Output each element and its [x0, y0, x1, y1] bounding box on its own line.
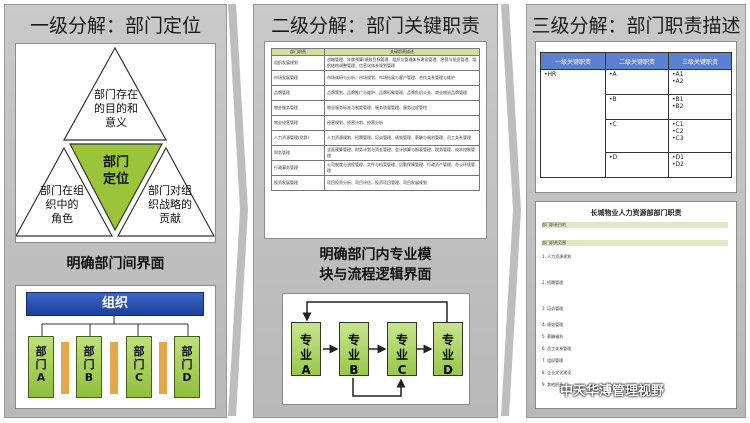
- responsibility-table: 部门职责 关键职责描述 组织发展规划战略管理、年度预算/绩效目标管理、组织与管理…: [271, 48, 480, 191]
- right-triangle: [116, 146, 215, 237]
- process-b: 专 业 B: [339, 322, 369, 377]
- watermark: 中天华溥管理视野: [560, 384, 665, 399]
- dept-b: 部 门 B: [76, 336, 102, 398]
- level2-cell: •C: [605, 119, 669, 153]
- interface-arrow-ab: [61, 342, 69, 394]
- responsibility-table-frame: 部门职责 关键职责描述 组织发展规划战略管理、年度预算/绩效目标管理、组织与管理…: [264, 41, 487, 239]
- doc-section: 4. 绩效管理: [542, 322, 564, 327]
- panel-1-caption: 明确部门间界面: [66, 256, 165, 272]
- dept-a: 部 门 A: [28, 336, 54, 398]
- level2-cell: •D: [605, 152, 669, 178]
- level3-cell: •B1•B2: [668, 94, 732, 120]
- tri-top-label: 部门存在 的目的和 意义: [94, 88, 138, 129]
- table-header: 关键职责描述: [324, 48, 480, 56]
- triangle-diagram: [16, 46, 215, 237]
- doc-section: 1. 人力资源规划: [542, 254, 572, 259]
- process-c: 专 业 C: [387, 322, 417, 377]
- org-frame: 组织 部 门 A 部 门 B 部 门 C 部 门 D: [15, 285, 216, 409]
- levels-header: 一级关键职责: [540, 52, 606, 70]
- process-d: 专 业 D: [433, 322, 463, 377]
- triangle-frame: 部门存在 的目的和 意义 部门 定位 部门在组 织中的 角色 部门对组 织战略的…: [15, 43, 216, 243]
- doc-section: 部门职责范围: [542, 240, 728, 246]
- interface-arrow-cd: [159, 342, 167, 394]
- table-row: 组织发展规划战略管理、年度预算/绩效目标管理、组织与管理体系建设管理、经营与投资…: [271, 55, 480, 71]
- level3-cell: •A1•A2: [668, 69, 732, 95]
- table-row: 投资发展管理项目投资分析、项目评估、投资项目管理、项目发展规划: [271, 175, 480, 191]
- top-triangle: [62, 46, 168, 141]
- levels-header: 三级关键职责: [668, 52, 732, 70]
- process-a: 专 业 A: [291, 322, 321, 377]
- panel-2-caption: 明确部门内专业模 块与流程逻辑界面: [319, 247, 432, 283]
- level3-cell: •D1•D2: [668, 152, 732, 178]
- doc-section: 3. 培训管理: [542, 306, 564, 311]
- panel-3-title: 三级分解：部门职责描述: [531, 15, 741, 37]
- panel-department-positioning: 一级分解：部门定位 部门存在 的目的和 意义 部门 定位 部门在组 织中的 角色…: [4, 4, 227, 418]
- level2-cell: •B: [605, 94, 669, 120]
- table-row: 行政事务管理公司制度与流程管理、文件与档案管理、后勤保障管理、行政资产管理、办公…: [271, 160, 480, 176]
- panel-key-responsibilities: 二级分解：部门关键职责 部门职责 关键职责描述 组织发展规划战略管理、年度预算/…: [253, 4, 498, 418]
- interface-arrow-bc: [110, 342, 118, 394]
- table-row: 品牌管理品牌策划、品牌推广与维护、品牌形象管理、品牌危机公关、商业物业品牌管理: [271, 85, 480, 101]
- panel-1-title: 一级分解：部门定位: [29, 15, 201, 37]
- level3-cell: •C1•C2•C3: [668, 119, 732, 153]
- chevron-arrow-1: [228, 4, 248, 416]
- tri-center-label: 部门 定位: [102, 155, 129, 187]
- levels-header: 二级关键职责: [605, 52, 669, 70]
- table-row: 物业经营管理经营规划、经营计划、经营分析: [271, 115, 480, 131]
- doc-section: 5. 薪酬福利: [542, 334, 564, 339]
- org-bar: 组织: [26, 292, 204, 316]
- dept-c: 部 门 C: [126, 336, 152, 398]
- level1-cell: •HR: [540, 69, 606, 178]
- doc-section: 2. 招聘管理: [542, 280, 564, 285]
- doc-title: 长城物业人力资源部部门职责: [590, 209, 682, 217]
- left-triangle: [16, 146, 114, 237]
- job-description-doc: 长城物业人力资源部部门职责 部门职责目的 部门职责范围 1. 人力资源规划 2.…: [535, 201, 737, 409]
- panel-2-title: 二级分解：部门关键职责: [270, 15, 480, 37]
- doc-section: 7. 组织管理: [542, 358, 564, 363]
- tri-left-label: 部门在组 织中的 角色: [40, 184, 84, 225]
- levels-table: 一级关键职责 二级关键职责 三级关键职责 •HR •A •A1•A2 •B •B…: [540, 52, 732, 178]
- tri-right-label: 部门对组 织战略的 贡献: [148, 184, 192, 225]
- process-flow-lines: [302, 301, 448, 397]
- table-row: 人力资源管理(党群)人力资源规划、招聘管理、培训管理、绩效管理、薪酬与福利管理、…: [271, 130, 480, 146]
- doc-section: 部门职责目的: [542, 222, 728, 228]
- levels-frame: 一级关键职责 二级关键职责 三级关键职责 •HR •A •A1•A2 •B •B…: [535, 41, 737, 193]
- level2-cell: •A: [605, 69, 669, 95]
- process-frame: 专 业 A 专 业 B 专 业 C 专 业 D: [282, 293, 470, 405]
- table-row: 市场发展管理市场调研与分析、市场规划、市场拓展与客户管理、合作关系管理与维护: [271, 70, 480, 86]
- doc-section: 6. 员工关系管理: [542, 346, 572, 351]
- dept-d: 部 门 D: [174, 336, 200, 398]
- center-triangle: [69, 143, 164, 232]
- table-row: 财务管理全面预算管理、财务计划与资金管理、会计核算与报表管理、税务管理、成本控制…: [271, 145, 480, 161]
- chevron-arrow-2: [501, 4, 521, 416]
- doc-section: 8. 企业文化建设: [542, 370, 572, 375]
- panel-responsibility-description: 三级分解：部门职责描述 一级关键职责 二级关键职责 三级关键职责 •HR •A …: [526, 4, 746, 418]
- doc-section: 9. 其他职责: [542, 382, 564, 387]
- table-header: 部门职责: [271, 48, 325, 56]
- org-connectors: [41, 315, 189, 336]
- table-row: 物业服务管理物业服务标准与制度管理、服务质量管理、服务过程管控: [271, 100, 480, 116]
